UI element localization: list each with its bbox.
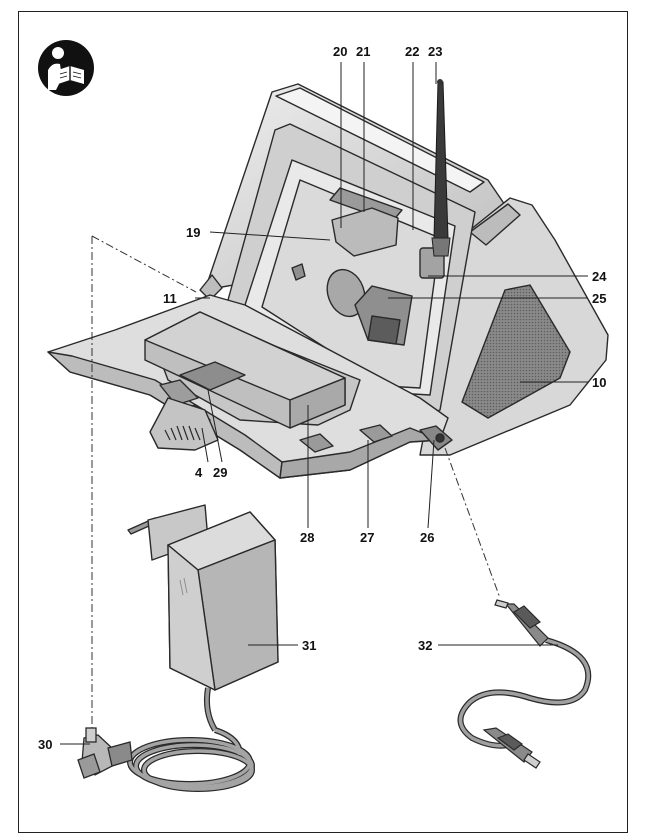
power-adapter (127, 504, 279, 732)
front-tray (47, 294, 453, 479)
callout-26: 26 (420, 530, 434, 545)
callout-24: 24 (592, 269, 607, 284)
assembly-lines (91, 235, 501, 728)
callout-32: 32 (418, 638, 432, 653)
aux-cable (457, 599, 592, 769)
callout-11: 11 (163, 291, 177, 306)
barrel-connector (77, 727, 133, 779)
callout-22: 22 (405, 44, 419, 59)
callout-28: 28 (300, 530, 314, 545)
callout-27: 27 (360, 530, 374, 545)
callout-20: 20 (333, 44, 347, 59)
callout-30: 30 (38, 737, 52, 752)
speaker-grille (461, 284, 571, 419)
callout-25: 25 (592, 291, 606, 306)
callout-4: 4 (195, 465, 203, 480)
callout-31: 31 (302, 638, 316, 653)
callout-29: 29 (213, 465, 227, 480)
antenna (431, 79, 451, 257)
read-manual-icon (38, 40, 94, 96)
callout-labels: 20 21 22 23 19 24 11 25 10 4 29 28 27 26… (38, 44, 607, 752)
radio-housing (199, 83, 609, 456)
callout-10: 10 (592, 375, 606, 390)
figure-frame (18, 11, 628, 833)
callout-19: 19 (186, 225, 200, 240)
callout-21: 21 (356, 44, 370, 59)
leader-lines (60, 62, 588, 745)
callout-23: 23 (428, 44, 442, 59)
